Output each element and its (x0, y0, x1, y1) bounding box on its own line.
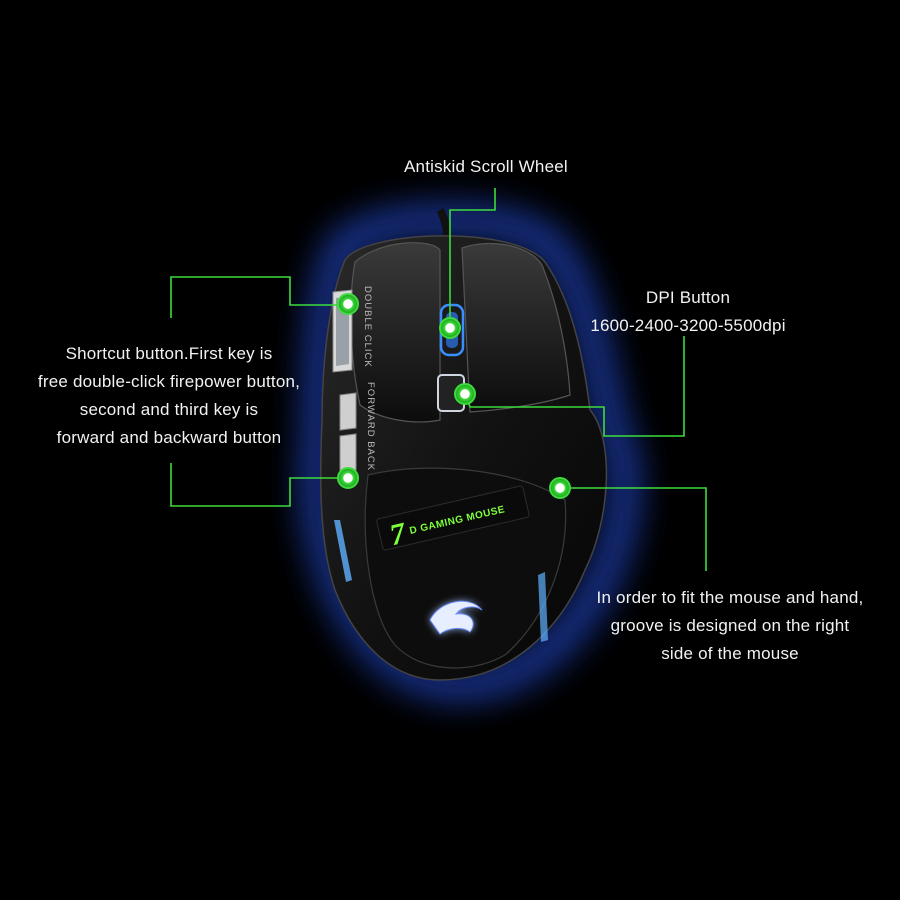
callout-dot-scroll (439, 317, 461, 339)
callout-dot-groove (549, 477, 571, 499)
right-grip-light (538, 572, 548, 642)
callout-dot-shortcut-bottom (337, 467, 359, 489)
side-button-back (339, 433, 357, 473)
callout-dot-shortcut-top (337, 293, 359, 315)
callout-dpi-values: 1600-2400-3200-5500dpi (590, 316, 786, 335)
callout-dpi-title: DPI Button (645, 288, 731, 307)
blue-glow-halo (305, 208, 636, 696)
callout-scroll-wheel-line: Antiskid Scroll Wheel (404, 157, 568, 176)
side-button-forward (339, 392, 357, 431)
left-grip-light (334, 520, 352, 582)
callout-shortcut-line-1: Shortcut button.First key is (65, 344, 273, 363)
callout-dot-dpi (454, 383, 476, 405)
callout-groove-line-1: In order to fit the mouse and hand, (596, 588, 864, 607)
callout-shortcut-line-4: forward and backward button (56, 428, 282, 447)
callout-shortcut-line-3: second and third key is (79, 400, 259, 419)
callout-lines (170, 188, 707, 571)
callout-scroll-wheel: Antiskid Scroll Wheel (404, 153, 594, 181)
callout-groove-line-3: side of the mouse (661, 644, 799, 663)
callout-shortcut-button: Shortcut button.First key is free double… (14, 340, 324, 452)
callout-dpi-button: DPI Button 1600-2400-3200-5500dpi (568, 284, 808, 340)
callout-shortcut-line-2: free double-click firepower button, (37, 372, 301, 391)
side-label-double-click: DOUBLE CLICK (362, 286, 373, 368)
callout-groove-line-2: groove is designed on the right (610, 616, 850, 635)
callout-dots (337, 293, 571, 499)
callout-groove: In order to fit the mouse and hand, groo… (575, 584, 885, 668)
side-label-forward-back: FORWARD BACK (365, 382, 376, 471)
dragon-emblem-outline (429, 600, 483, 635)
